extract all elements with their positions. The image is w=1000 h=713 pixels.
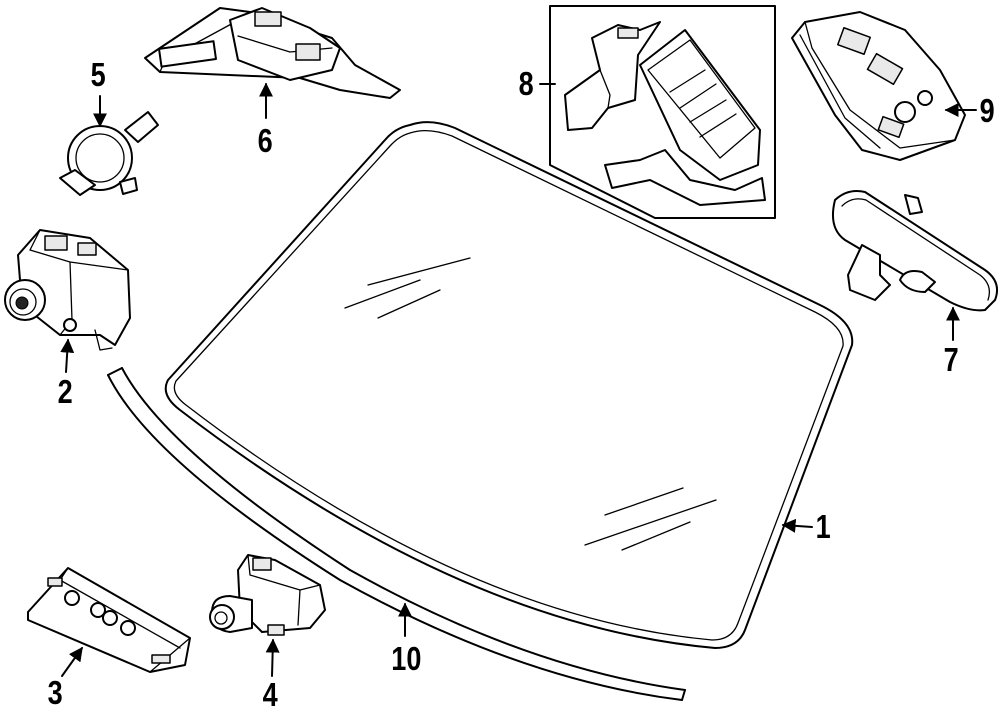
overhead-console-9[interactable]: [791, 11, 966, 161]
bracket-module-6[interactable]: [144, 7, 401, 99]
callout-4: 4: [262, 676, 278, 713]
windshield-moulding[interactable]: [107, 367, 686, 701]
callout-3: 3: [47, 674, 63, 711]
callout-10: 10: [391, 640, 422, 677]
rain-sensor-5[interactable]: [59, 111, 159, 196]
rearview-mirror-7[interactable]: [832, 190, 998, 312]
callout-9: 9: [979, 92, 995, 129]
leader-lines: [60, 82, 977, 677]
windshield-glass[interactable]: [164, 121, 854, 649]
callout-8: 8: [518, 65, 534, 102]
sensor-module-2[interactable]: [4, 229, 131, 351]
sensor-4[interactable]: [209, 554, 326, 636]
bracket-3[interactable]: [27, 567, 191, 673]
inset-box-8[interactable]: [549, 5, 776, 219]
callout-2: 2: [57, 373, 73, 410]
callout-1: 1: [815, 508, 831, 545]
callout-7: 7: [943, 341, 959, 378]
callout-5: 5: [90, 56, 106, 93]
callout-6: 6: [257, 122, 273, 159]
